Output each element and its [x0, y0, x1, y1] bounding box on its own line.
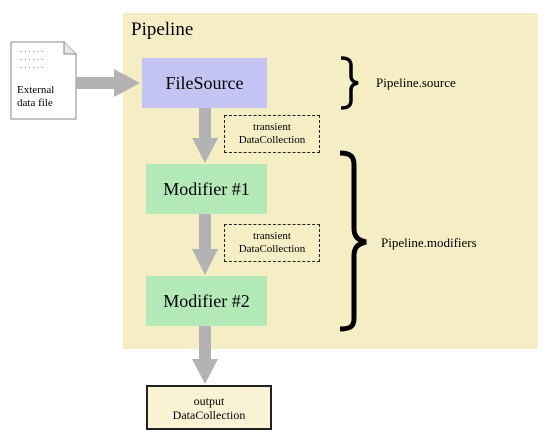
- transient-2-line2: DataCollection: [238, 243, 306, 255]
- pipeline-source-label: Pipeline.source: [376, 75, 456, 90]
- output-line2: DataCollection: [172, 407, 246, 422]
- transient-1-line2: DataCollection: [238, 134, 306, 146]
- pipeline-title: Pipeline: [131, 19, 194, 40]
- modifier-2-label: Modifier #2: [163, 290, 250, 311]
- transient-1-line1: transient: [253, 121, 291, 133]
- modifier-1-box[interactable]: Modifier #1: [146, 164, 267, 214]
- arrow-source-to-modifier1: [192, 108, 218, 163]
- modifier-2-box[interactable]: Modifier #2: [146, 276, 267, 326]
- transient-2-line1: transient: [253, 230, 291, 242]
- modifier-1-label: Modifier #1: [163, 178, 250, 199]
- transient-datacollection-2: transient DataCollection: [224, 224, 320, 262]
- file-label: External data file: [17, 84, 73, 110]
- filesource-box[interactable]: FileSource: [142, 58, 267, 108]
- pipeline-modifiers-label: Pipeline.modifiers: [381, 235, 477, 250]
- filesource-label: FileSource: [165, 72, 244, 93]
- output-datacollection-box[interactable]: output DataCollection: [146, 385, 272, 430]
- modifiers-brace: [339, 150, 367, 332]
- arrow-file-to-source: [76, 69, 140, 97]
- arrow-modifier2-to-output: [192, 326, 218, 384]
- file-dots: ...... ...... ......: [19, 46, 45, 70]
- file-label-line2: data file: [17, 97, 53, 109]
- transient-datacollection-1: transient DataCollection: [224, 115, 320, 153]
- source-brace: [340, 56, 359, 110]
- file-label-line1: External: [17, 84, 55, 96]
- arrow-modifier1-to-modifier2: [192, 214, 218, 275]
- output-line1: output: [193, 393, 225, 408]
